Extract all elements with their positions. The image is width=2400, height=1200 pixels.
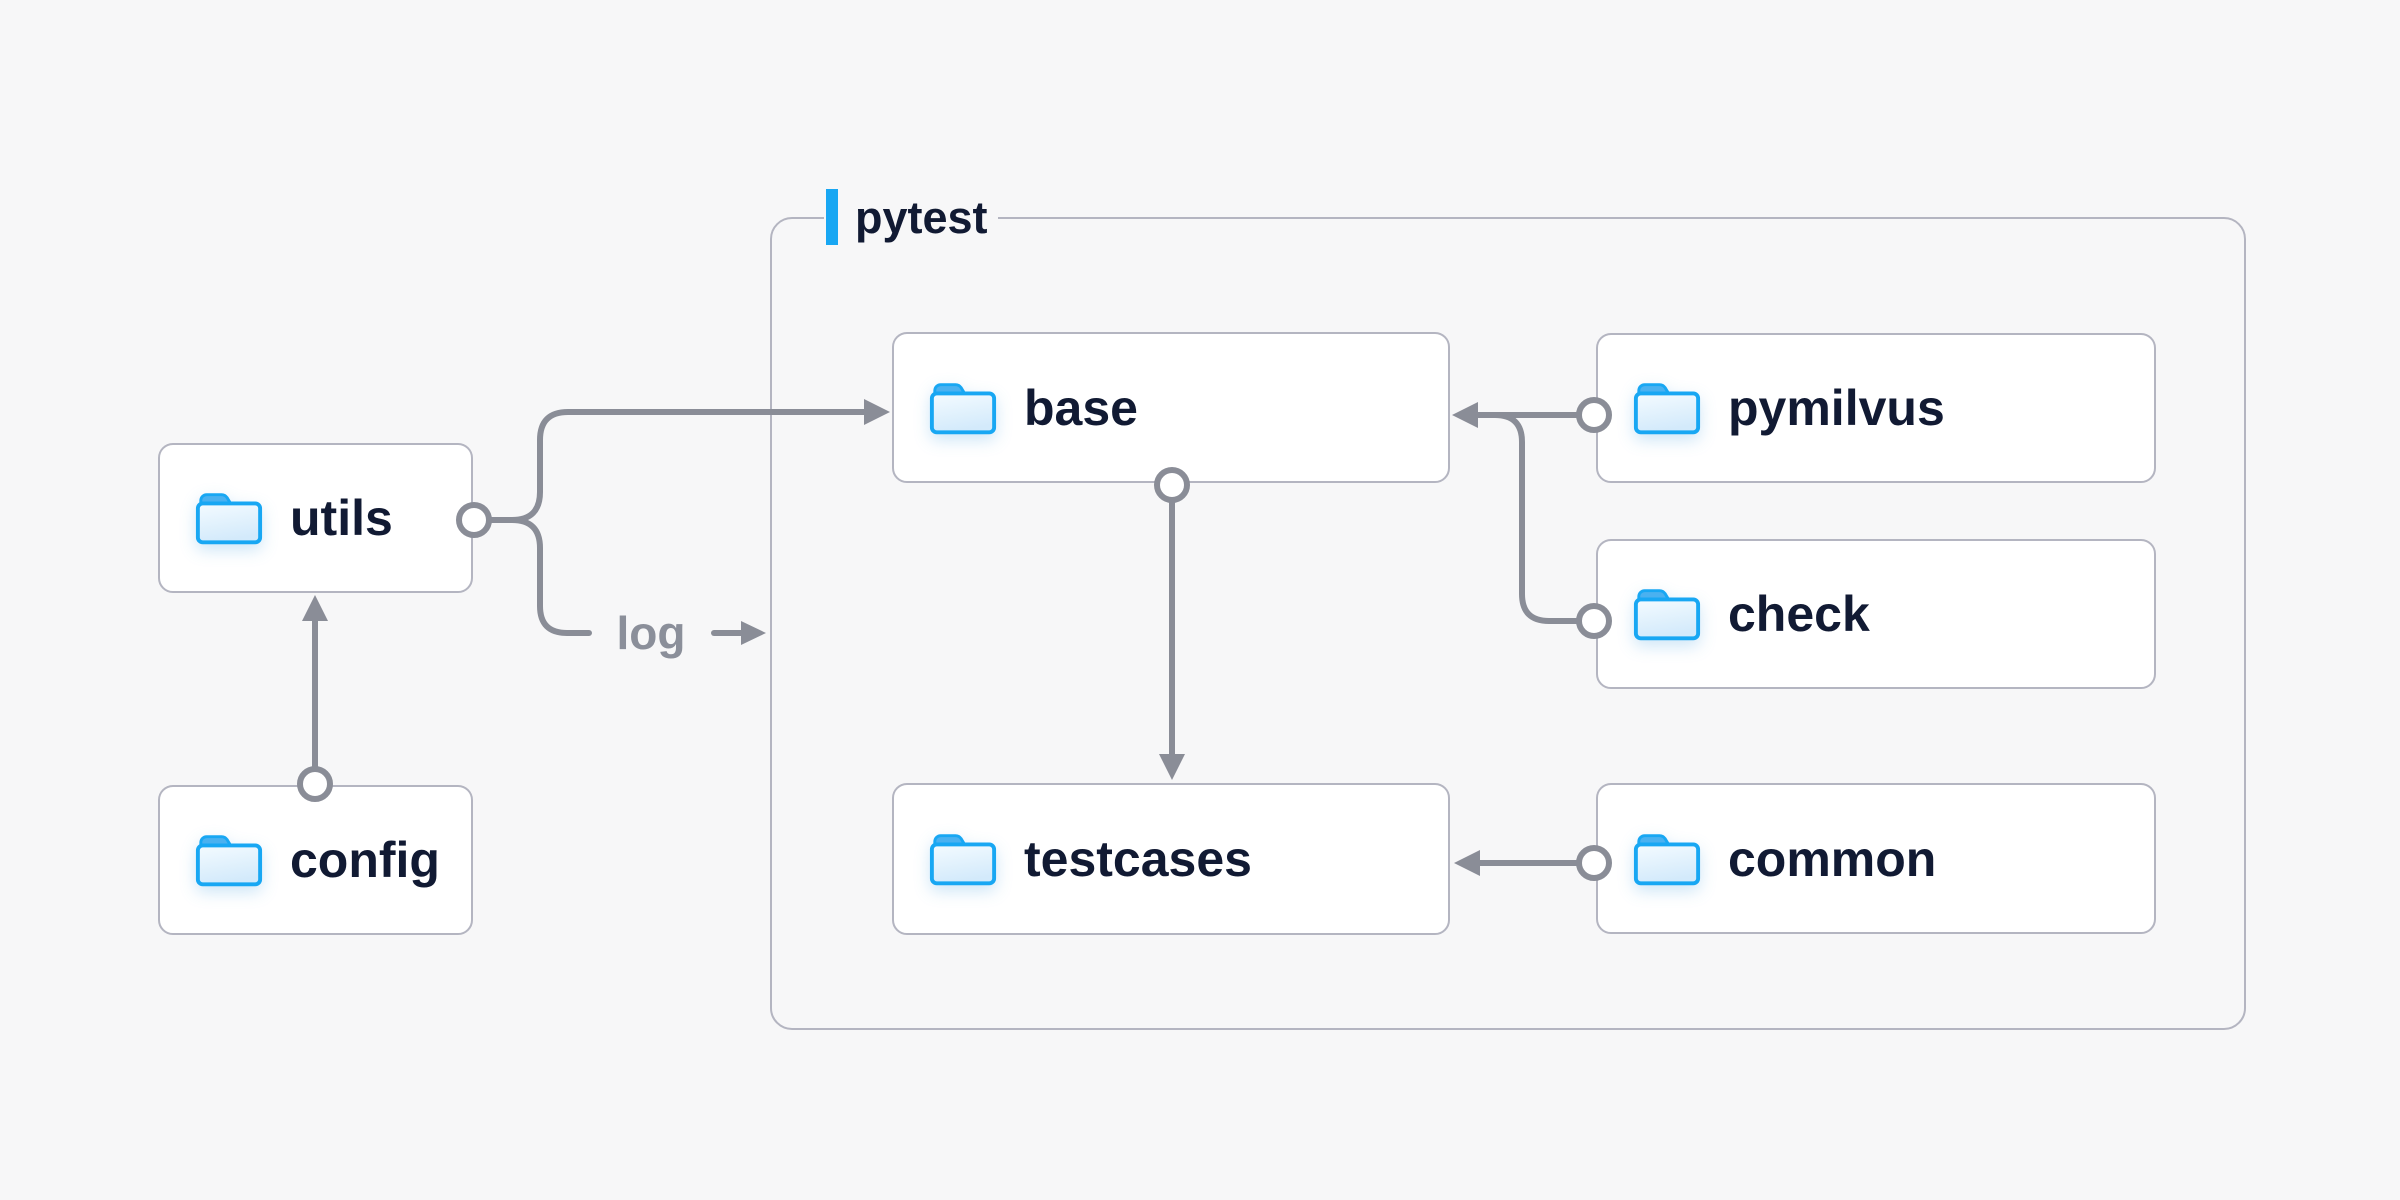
node-label: utils	[290, 490, 393, 546]
pytest-group-title: pytest	[855, 191, 988, 243]
folder-icon	[1633, 383, 1701, 435]
edge-log-arrow	[711, 621, 766, 645]
node-testcases: testcases	[892, 783, 1450, 935]
node-label: config	[290, 832, 440, 888]
node-label: pymilvus	[1728, 380, 1945, 436]
node-label: testcases	[1024, 831, 1252, 887]
accent-bar	[826, 189, 838, 245]
folder-icon	[195, 835, 263, 887]
node-pymilvus: pymilvus	[1596, 333, 2156, 483]
folder-icon	[929, 382, 997, 434]
edge-label-log: log	[616, 607, 686, 659]
node-base: base	[892, 332, 1450, 483]
node-label: common	[1728, 830, 1937, 887]
edge-config-utils	[297, 595, 333, 802]
node-config: config	[158, 785, 473, 935]
arrowhead-up	[302, 595, 328, 621]
node-common: common	[1596, 783, 2156, 934]
pytest-group-container	[770, 217, 2246, 1030]
folder-icon	[929, 834, 997, 886]
arrowhead-right	[741, 621, 766, 645]
node-label: base	[1024, 379, 1138, 436]
edge-utils-log	[509, 517, 592, 636]
folder-icon	[1633, 589, 1701, 641]
node-check: check	[1596, 539, 2156, 689]
node-utils: utils	[158, 443, 473, 593]
node-label: check	[1728, 586, 1870, 642]
folder-icon	[195, 493, 263, 545]
pytest-group-label: pytest	[824, 188, 998, 246]
folder-icon	[1633, 833, 1701, 885]
